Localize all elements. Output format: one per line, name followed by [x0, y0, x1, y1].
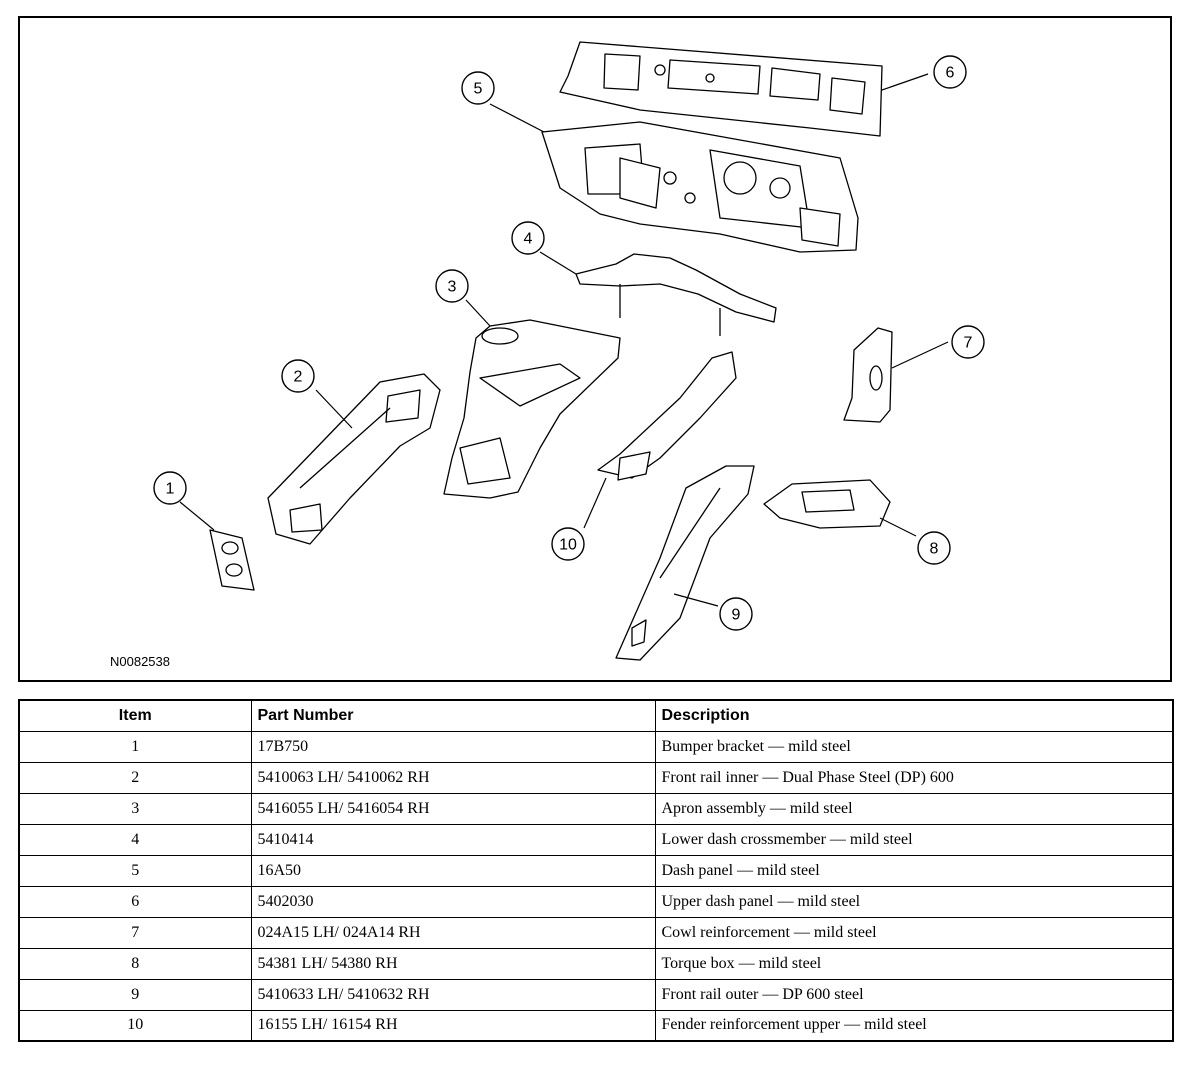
- cell-part-number: 16155 LH/ 16154 RH: [250, 1009, 656, 1042]
- header-item: Item: [18, 699, 252, 732]
- cell-part-number: 024A15 LH/ 024A14 RH: [250, 916, 656, 949]
- header-description: Description: [654, 699, 1174, 732]
- callout-2: 2: [294, 369, 303, 386]
- cell-description: Cowl reinforcement — mild steel: [654, 916, 1174, 949]
- cell-description: Lower dash crossmember — mild steel: [654, 823, 1174, 856]
- callout-leaders: [179, 73, 949, 607]
- table-row: 6 5402030 Upper dash panel — mild steel: [18, 885, 1174, 918]
- part-dash-panel: [541, 121, 859, 253]
- cell-part-number: 16A50: [250, 854, 656, 887]
- cell-part-number: 5402030: [250, 885, 656, 918]
- cell-description: Dash panel — mild steel: [654, 854, 1174, 887]
- table-row: 7 024A15 LH/ 024A14 RH Cowl reinforcemen…: [18, 916, 1174, 949]
- figure-code: N0082538: [110, 654, 170, 669]
- cell-item: 1: [18, 730, 252, 763]
- callout-6: 6: [946, 65, 955, 82]
- cell-description: Fender reinforcement upper — mild steel: [654, 1009, 1174, 1042]
- cell-description: Upper dash panel — mild steel: [654, 885, 1174, 918]
- callout-5: 5: [474, 81, 483, 98]
- cell-part-number: 54381 LH/ 54380 RH: [250, 947, 656, 980]
- part-cowl-reinforcement: [843, 327, 893, 423]
- parts-table: Item Part Number Description 1 17B750 Bu…: [18, 699, 1174, 1042]
- cell-description: Torque box — mild steel: [654, 947, 1174, 980]
- cell-part-number: 5410633 LH/ 5410632 RH: [250, 978, 656, 1011]
- cell-item: 7: [18, 916, 252, 949]
- table-row: 2 5410063 LH/ 5410062 RH Front rail inne…: [18, 761, 1174, 794]
- cell-description: Front rail outer — DP 600 steel: [654, 978, 1174, 1011]
- part-fender-reinforcement-upper: [597, 351, 737, 481]
- cell-item: 4: [18, 823, 252, 856]
- cell-item: 6: [18, 885, 252, 918]
- part-apron-assembly: [443, 319, 621, 499]
- cell-item: 9: [18, 978, 252, 1011]
- part-upper-dash-panel: [559, 41, 883, 137]
- table-row: 10 16155 LH/ 16154 RH Fender reinforceme…: [18, 1009, 1174, 1042]
- cell-part-number: 5410063 LH/ 5410062 RH: [250, 761, 656, 794]
- callout-3: 3: [448, 279, 457, 296]
- cell-part-number: 5416055 LH/ 5416054 RH: [250, 792, 656, 825]
- callout-1: 1: [166, 481, 175, 498]
- callout-8: 8: [930, 541, 939, 558]
- part-front-rail-outer: [615, 465, 755, 661]
- callout-7: 7: [964, 335, 973, 352]
- cell-description: Front rail inner — Dual Phase Steel (DP)…: [654, 761, 1174, 794]
- cell-description: Apron assembly — mild steel: [654, 792, 1174, 825]
- table-row: 1 17B750 Bumper bracket — mild steel: [18, 730, 1174, 763]
- part-bumper-bracket: [209, 529, 255, 591]
- cell-part-number: 5410414: [250, 823, 656, 856]
- cell-item: 5: [18, 854, 252, 887]
- part-lower-dash-crossmember: [575, 253, 777, 336]
- part-front-rail-inner: [267, 373, 441, 545]
- part-torque-box: [763, 479, 891, 529]
- table-row: 5 16A50 Dash panel — mild steel: [18, 854, 1174, 887]
- cell-part-number: 17B750: [250, 730, 656, 763]
- callout-9: 9: [732, 607, 741, 624]
- exploded-parts-illustration: 1 2 3 4 5 6 7 8 9 10 N0082538: [18, 16, 1172, 682]
- table-header-row: Item Part Number Description: [18, 699, 1174, 732]
- header-part-number: Part Number: [250, 699, 656, 732]
- table-row: 9 5410633 LH/ 5410632 RH Front rail oute…: [18, 978, 1174, 1011]
- table-row: 3 5416055 LH/ 5416054 RH Apron assembly …: [18, 792, 1174, 825]
- callout-10: 10: [559, 537, 577, 554]
- callout-4: 4: [524, 231, 533, 248]
- table-row: 4 5410414 Lower dash crossmember — mild …: [18, 823, 1174, 856]
- table-row: 8 54381 LH/ 54380 RH Torque box — mild s…: [18, 947, 1174, 980]
- cell-item: 8: [18, 947, 252, 980]
- callout-circles: [153, 55, 985, 631]
- parts-drawing: 1 2 3 4 5 6 7 8 9 10: [153, 41, 985, 661]
- cell-item: 2: [18, 761, 252, 794]
- cell-item: 3: [18, 792, 252, 825]
- cell-item: 10: [18, 1009, 252, 1042]
- cell-description: Bumper bracket — mild steel: [654, 730, 1174, 763]
